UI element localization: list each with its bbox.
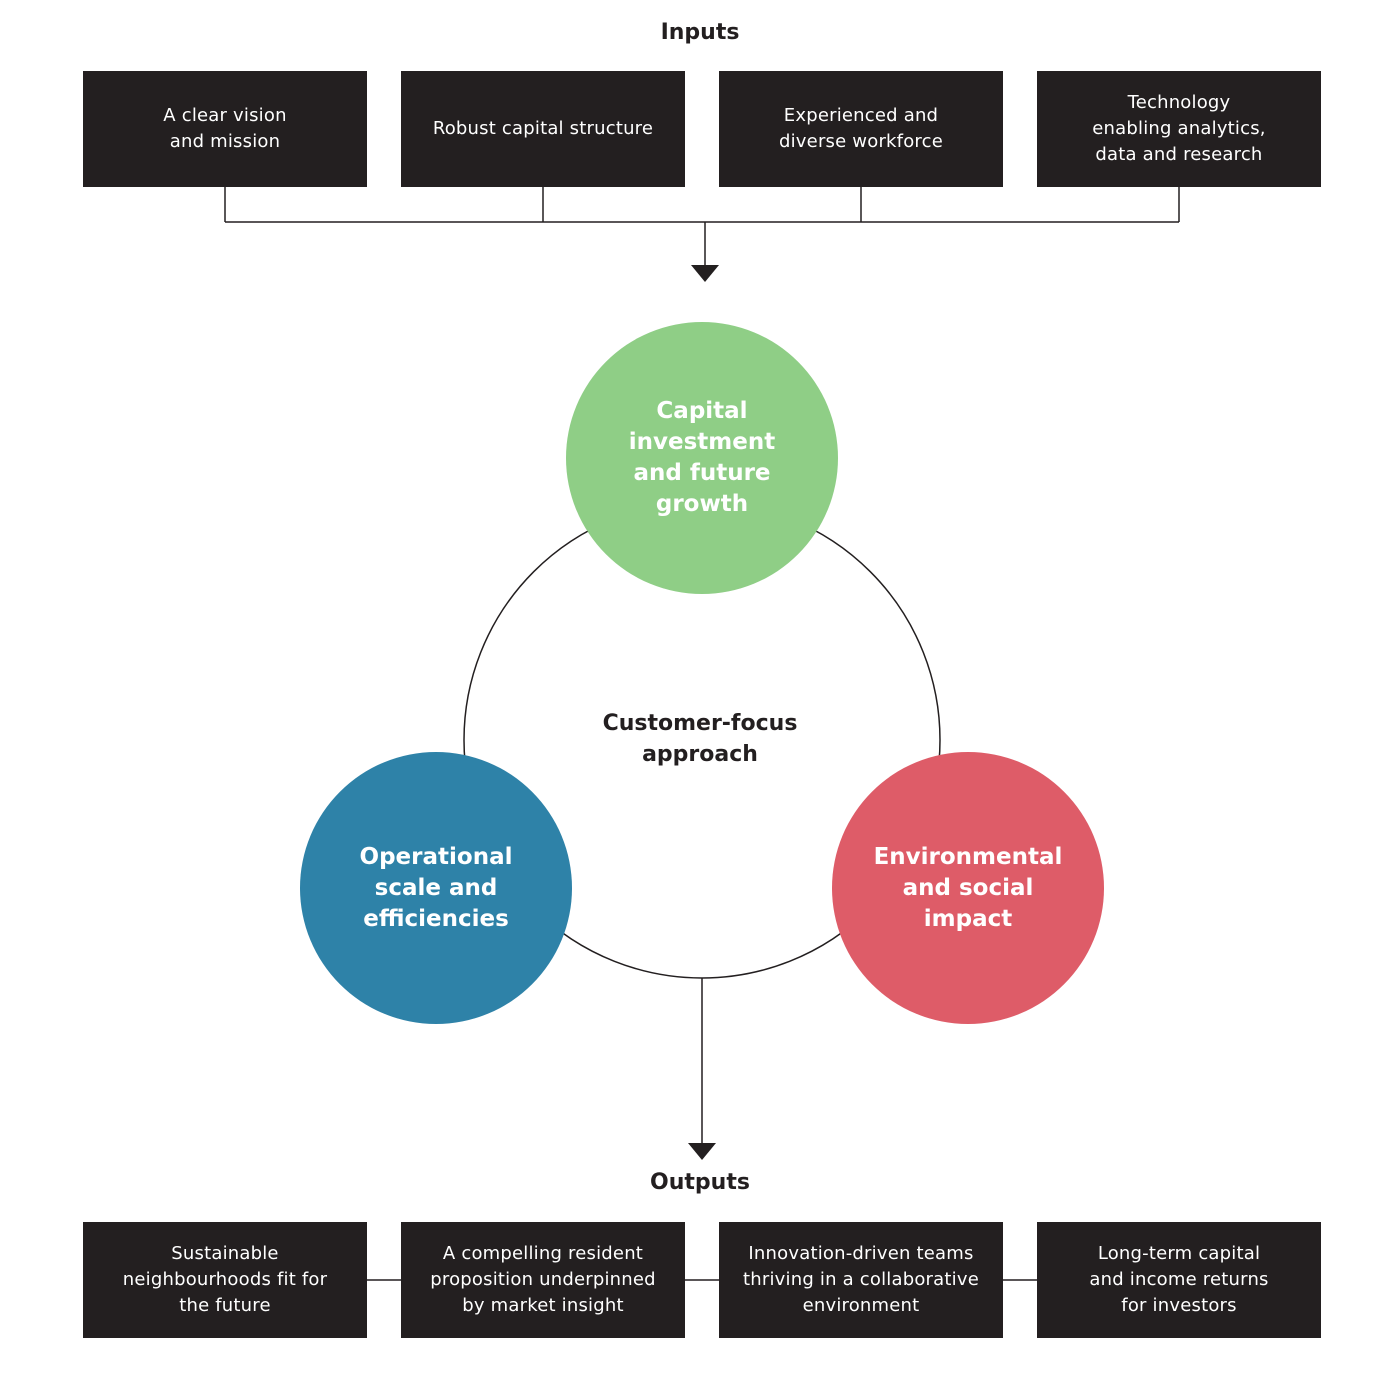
cycle-center-label: Customer-focus approach — [602, 711, 798, 767]
node-capital-investment: Capital investment and future growth — [566, 322, 838, 594]
output-box-neighbourhoods: Sustainable neighbourhoods fit for the f… — [83, 1222, 367, 1338]
outputs-title: Outputs — [650, 1170, 750, 1195]
input-box-capital-structure: Robust capital structure — [401, 71, 685, 187]
node-environmental-impact: Environmental and social impact — [832, 752, 1104, 1024]
input-box-vision: A clear vision and mission — [83, 71, 367, 187]
down-arrow-icon — [691, 265, 719, 282]
output-box-innovation-teams: Innovation-driven teams thriving in a co… — [719, 1222, 1003, 1338]
input-box-workforce: Experienced and diverse workforce — [719, 71, 1003, 187]
output-box-investor-returns: Long-term capital and income returns for… — [1037, 1222, 1321, 1338]
inputs-connector — [224, 187, 1180, 266]
input-box-technology: Technology enabling analytics, data and … — [1037, 71, 1321, 187]
inputs-title: Inputs — [660, 20, 740, 45]
output-box-resident-proposition: A compelling resident proposition underp… — [401, 1222, 685, 1338]
node-operational-scale: Operational scale and efficiencies — [300, 752, 572, 1024]
down-arrow-icon — [688, 1143, 716, 1160]
